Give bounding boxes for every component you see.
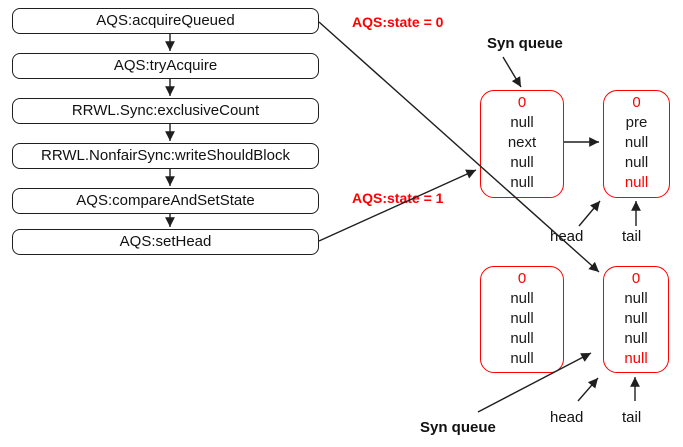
node-field: next: [507, 134, 537, 151]
node-field: null: [510, 330, 534, 347]
flow-box-writeShouldBlock: RRWL.NonfairSync:writeShouldBlock: [12, 143, 319, 169]
node-field: null: [624, 154, 649, 171]
bottom-queue-node-1: 0 null null null null: [480, 266, 564, 373]
head-label-top: head: [550, 228, 584, 245]
node-field: null: [510, 174, 534, 191]
node-field-state: 0: [517, 270, 527, 287]
top-queue-node-2: 0 pre null null null: [603, 90, 670, 198]
node-field: null: [510, 310, 534, 327]
bottom-queue-node-2: 0 null null null null: [603, 266, 669, 373]
state-1-label: AQS:state = 1: [352, 190, 444, 206]
flow-box-acquireQueued: AQS:acquireQueued: [12, 8, 319, 34]
node-field: null: [624, 330, 648, 347]
node-field: null: [510, 290, 534, 307]
flow-box-exclusiveCount: RRWL.Sync:exclusiveCount: [12, 98, 319, 124]
node-field: null: [624, 134, 649, 151]
node-field: null: [510, 154, 534, 171]
node-field: null: [510, 114, 534, 131]
node-field: null: [510, 350, 534, 367]
node-field-state: 0: [632, 94, 641, 111]
syn-queue-bottom-label: Syn queue: [420, 419, 496, 436]
flow-box-tryAcquire: AQS:tryAcquire: [12, 53, 319, 79]
node-field: null: [624, 310, 648, 327]
tail-label-bottom: tail: [622, 409, 642, 426]
node-field-state: 0: [631, 270, 641, 287]
node-field-state: 0: [517, 94, 527, 111]
node-field: pre: [625, 114, 648, 131]
top-queue-node-1: 0 null next null null: [480, 90, 564, 198]
flow-box-setHead: AQS:setHead: [12, 229, 319, 255]
head-label-bottom: head: [550, 409, 584, 426]
state-0-label: AQS:state = 0: [352, 14, 444, 30]
arrow-head-bottom: [577, 377, 599, 402]
arrow-head-top: [578, 200, 601, 227]
node-field: null: [624, 350, 648, 367]
node-field: null: [624, 290, 648, 307]
flow-box-compareAndSetState: AQS:compareAndSetState: [12, 188, 319, 214]
syn-queue-top-label: Syn queue: [487, 35, 563, 52]
tail-label-top: tail: [622, 228, 642, 245]
arrow-syn-queue-top: [502, 56, 522, 88]
node-field: null: [624, 174, 649, 191]
